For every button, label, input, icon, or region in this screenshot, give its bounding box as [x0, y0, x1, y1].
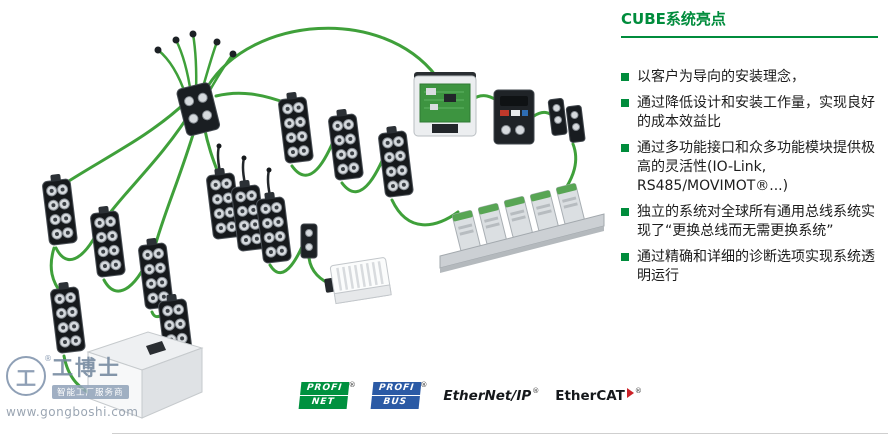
ethernet-ip-logo: EtherNet/IP ®: [443, 386, 540, 404]
highlight-text: 通过精确和详细的诊断选项实现系统透明运行: [637, 249, 875, 284]
highlight-text: 以客户为导向的安装理念，: [637, 69, 805, 85]
watermark-tagline: 智能工厂服务商: [52, 385, 129, 399]
fieldbus-logos-row: PROFI NET ® PROFI BUS ® EtherNet/IP ® Et…: [298, 381, 642, 409]
highlight-text: 通过降低设计和安装工作量，实现良好的成本效益比: [637, 95, 875, 130]
gongboshi-seal-icon: 工 ®: [6, 354, 52, 396]
din-rail-assembly: [439, 182, 605, 273]
highlight-item: 通过精确和详细的诊断选项实现系统透明运行: [621, 248, 878, 286]
profibus-reg-mark: ®: [420, 381, 428, 389]
io-modules: [40, 90, 415, 367]
bus-gateway: [493, 89, 535, 145]
gongboshi-watermark: 工 ® 工博士 智能工厂服务商 www.gongboshi.com: [6, 354, 146, 419]
ethernet-ip-reg-mark: ®: [532, 386, 540, 395]
highlight-item: 独立的系统对全球所有通用总线系统实现了“更换总线而无需更换系统”: [621, 203, 878, 241]
profibus-logo: PROFI BUS ®: [370, 381, 428, 409]
profibus-line2: BUS: [370, 396, 420, 409]
comb-terminal: [324, 257, 392, 305]
highlight-item: 以客户为导向的安装理念，: [621, 68, 878, 87]
highlight-item: 通过降低设计和安装工作量，实现良好的成本效益比: [621, 94, 878, 132]
cube-system-diagram: PROFI NET ® PROFI BUS ® EtherNet/IP ® Et…: [6, 26, 642, 419]
inline-module: [300, 223, 318, 259]
profinet-logo-bars: PROFI NET: [298, 382, 350, 409]
profinet-line1: PROFI: [300, 382, 350, 395]
highlights-list: 以客户为导向的安装理念， 通过降低设计和安装工作量，实现良好的成本效益比 通过多…: [621, 68, 878, 286]
ethercat-reg-mark: ®: [634, 386, 642, 395]
highlights-panel: CUBE系统亮点 以客户为导向的安装理念， 通过降低设计和安装工作量，实现良好的…: [621, 8, 878, 293]
page-bottom-divider: [112, 433, 888, 434]
highlight-text: 通过多功能接口和众多功能模块提供极高的灵活性(IO-Link, RS485/MO…: [637, 140, 875, 194]
seal-glyph: 工: [16, 365, 36, 390]
seal-reg-mark: ®: [44, 354, 52, 363]
hub-module: [154, 30, 237, 137]
bullet-square-icon: [621, 144, 629, 152]
profinet-logo: PROFI NET ®: [298, 381, 356, 409]
bullet-square-icon: [621, 208, 629, 216]
watermark-texts: 工博士 智能工厂服务商: [52, 356, 129, 399]
watermark-brand: 工博士: [52, 356, 121, 380]
profinet-reg-mark: ®: [348, 381, 356, 389]
bullet-square-icon: [621, 253, 629, 261]
profibus-line1: PROFI: [371, 382, 421, 395]
profibus-logo-bars: PROFI BUS: [370, 382, 421, 409]
highlight-item: 通过多功能接口和众多功能模块提供极高的灵活性(IO-Link, RS485/MO…: [621, 139, 878, 196]
watermark-url: www.gongboshi.com: [6, 405, 139, 419]
watermark-header: 工 ® 工博士 智能工厂服务商: [6, 354, 146, 399]
bullet-square-icon: [621, 99, 629, 107]
ethercat-red-triangle-icon: [626, 387, 634, 398]
highlight-text: 独立的系统对全球所有通用总线系统实现了“更换总线而无需更换系统”: [637, 204, 875, 239]
small-modules: [547, 98, 586, 143]
highlights-title: CUBE系统亮点: [621, 8, 878, 38]
controller-pcb: [413, 72, 477, 137]
ethercat-label: EtherCAT: [555, 387, 625, 404]
bullet-square-icon: [621, 73, 629, 81]
profinet-line2: NET: [298, 396, 348, 409]
ethercat-logo: EtherCAT ®: [555, 386, 642, 404]
ethernet-ip-label: EtherNet/IP: [443, 387, 532, 404]
